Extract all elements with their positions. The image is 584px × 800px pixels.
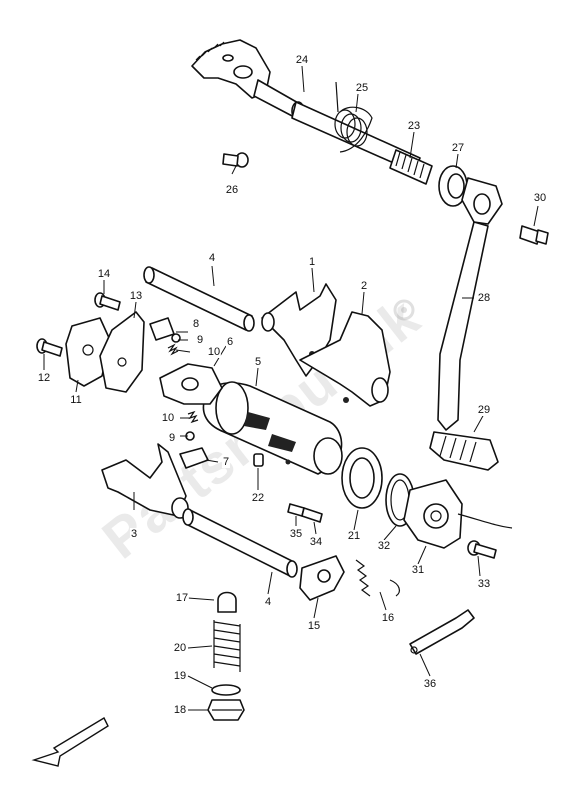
- stopper-spring-20: [213, 620, 241, 672]
- callout-3: 3: [129, 528, 139, 540]
- callout-29: 29: [476, 404, 492, 416]
- callout-36: 36: [422, 678, 438, 690]
- callout-18: 18: [172, 704, 188, 716]
- callout-32: 32: [376, 540, 392, 552]
- callout-21: 21: [346, 530, 362, 542]
- plug-18: [207, 699, 245, 721]
- callout-26: 26: [224, 184, 240, 196]
- return-spring: [334, 106, 373, 153]
- pin-34: [301, 507, 323, 523]
- callout-33: 33: [476, 578, 492, 590]
- callout-1: 1: [307, 256, 317, 268]
- gear-shift-lever: [191, 39, 305, 121]
- callout-23: 23: [406, 120, 422, 132]
- fork-shaft-upper: [143, 266, 255, 332]
- cam-guide-bracket: [65, 317, 111, 387]
- callout-31: 31: [410, 564, 426, 576]
- cam-driven-lever: [299, 555, 345, 601]
- cam-stopper-plate: [159, 363, 223, 405]
- callout-4-lower: 4: [263, 596, 273, 608]
- screw-14: [94, 292, 121, 311]
- pawl-7: [179, 447, 209, 469]
- callout-24: 24: [294, 54, 310, 66]
- pawl-lifter-plate: [99, 311, 145, 393]
- callout-8: 8: [191, 318, 201, 330]
- callout-30: 30: [532, 192, 548, 204]
- callout-10-lower: 10: [160, 412, 176, 424]
- callout-14: 14: [96, 268, 112, 280]
- neutral-stopper-17: [217, 591, 237, 613]
- arrow-down-left-icon: [31, 717, 109, 767]
- callout-5: 5: [253, 356, 263, 368]
- callout-28: 28: [476, 292, 492, 304]
- gear-position-switch: [403, 479, 513, 549]
- bracket-36: [409, 609, 475, 655]
- callout-22: 22: [250, 492, 266, 504]
- callout-15: 15: [306, 620, 322, 632]
- callout-9-upper: 9: [195, 334, 205, 346]
- bolt-30: [519, 225, 549, 245]
- shift-fork-3: [101, 443, 189, 519]
- pin-9-upper: [171, 333, 181, 343]
- callout-6: 6: [225, 336, 235, 348]
- callout-4-upper: 4: [207, 252, 217, 264]
- callout-34: 34: [308, 536, 324, 548]
- callout-19: 19: [172, 670, 188, 682]
- leader-lines: [43, 65, 539, 711]
- callout-25: 25: [354, 82, 370, 94]
- shift-fork-2: [299, 311, 391, 407]
- pin-22: [253, 453, 264, 467]
- shift-cam-drum: [202, 381, 343, 475]
- bolt-33: [467, 540, 497, 559]
- spring-16: [355, 559, 400, 597]
- callout-11: 11: [69, 394, 83, 406]
- callout-16: 16: [380, 612, 396, 624]
- callout-27: 27: [450, 142, 466, 154]
- fork-shaft-lower: [182, 508, 298, 578]
- callout-35: 35: [288, 528, 304, 540]
- callout-10-upper: 10: [206, 346, 222, 358]
- bolt-26: [222, 152, 249, 168]
- callout-13: 13: [128, 290, 144, 302]
- spring-10-lower: [187, 410, 199, 424]
- callout-7: 7: [221, 456, 231, 468]
- callout-20: 20: [172, 642, 188, 654]
- gear-shift-shaft: [291, 81, 433, 185]
- gear-icon: [393, 299, 415, 321]
- washer-21: [341, 447, 383, 509]
- washer-19: [211, 684, 241, 696]
- callout-12: 12: [36, 372, 52, 384]
- callout-17: 17: [174, 592, 190, 604]
- screw-12: [36, 338, 63, 357]
- pawl-8: [149, 317, 175, 341]
- spring-10-upper: [167, 343, 179, 356]
- pin-35: [287, 503, 305, 517]
- callout-9-lower: 9: [167, 432, 177, 444]
- shift-pedal-rubber: [429, 431, 499, 471]
- callout-2: 2: [359, 280, 369, 292]
- shift-lever-arm: [437, 177, 503, 431]
